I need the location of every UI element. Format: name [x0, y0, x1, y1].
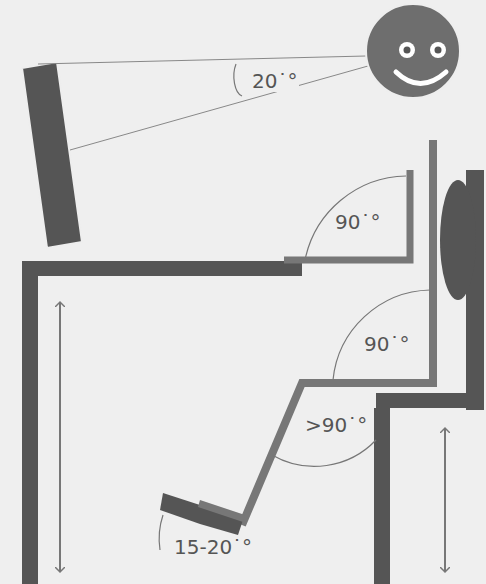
body-line	[242, 140, 433, 525]
angle-label: 15-20˙°	[172, 536, 254, 558]
height-arrow	[444, 428, 446, 572]
chair-seat	[376, 393, 468, 408]
sight-line	[38, 55, 407, 64]
angle-label: >90˙°	[303, 414, 369, 436]
shin-end	[198, 500, 245, 522]
angle-arc	[272, 440, 376, 466]
desk-leg	[22, 261, 38, 584]
angle-label: 90˙°	[333, 211, 382, 233]
angle-arc	[305, 176, 406, 260]
eye	[430, 42, 446, 58]
arm	[284, 170, 410, 260]
angle-arc	[159, 515, 163, 550]
height-arrow	[59, 302, 61, 572]
chair-post	[374, 408, 390, 584]
desk-top	[22, 261, 302, 276]
angle-arc	[333, 290, 430, 380]
angle-arc	[234, 64, 242, 96]
pupil	[404, 47, 411, 54]
eye	[399, 42, 415, 58]
lumbar-support	[440, 180, 476, 300]
angle-label: 90˙°	[362, 333, 411, 355]
sight-line	[70, 55, 407, 150]
smile	[396, 72, 446, 84]
pupil	[435, 47, 442, 54]
monitor	[22, 62, 82, 248]
head	[366, 4, 460, 98]
angle-label: 20˙°	[250, 70, 299, 92]
